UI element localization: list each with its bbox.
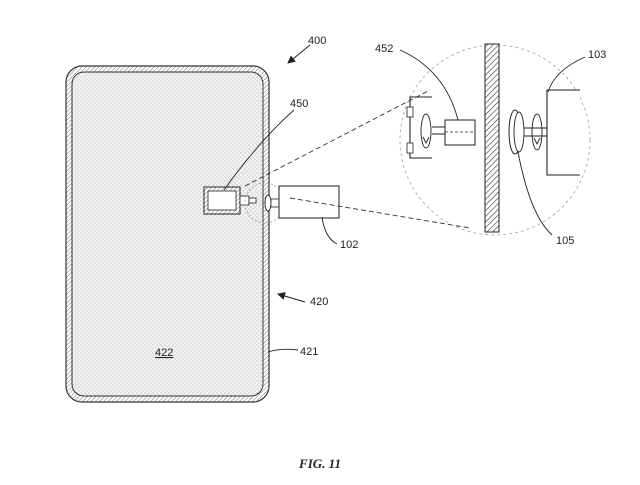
projection-lines bbox=[244, 89, 471, 229]
leader-lines bbox=[223, 49, 586, 353]
label-422: 422 bbox=[155, 347, 173, 359]
arrow-420 bbox=[277, 292, 306, 303]
device-housing bbox=[65, 65, 270, 403]
arrow-400 bbox=[287, 44, 311, 64]
label-421: 421 bbox=[300, 346, 318, 358]
label-102: 102 bbox=[340, 239, 358, 251]
coupling-ring bbox=[264, 194, 272, 212]
label-420: 420 bbox=[310, 296, 328, 308]
external-device-102 bbox=[278, 185, 340, 219]
figure-caption: FIG. 11 bbox=[298, 456, 341, 471]
label-105: 105 bbox=[556, 235, 574, 247]
label-400: 400 bbox=[308, 35, 326, 47]
label-452: 452 bbox=[375, 43, 393, 55]
module-450 bbox=[203, 186, 257, 215]
label-450: 450 bbox=[290, 98, 308, 110]
label-103: 103 bbox=[588, 49, 606, 61]
magnified-detail bbox=[399, 43, 591, 236]
